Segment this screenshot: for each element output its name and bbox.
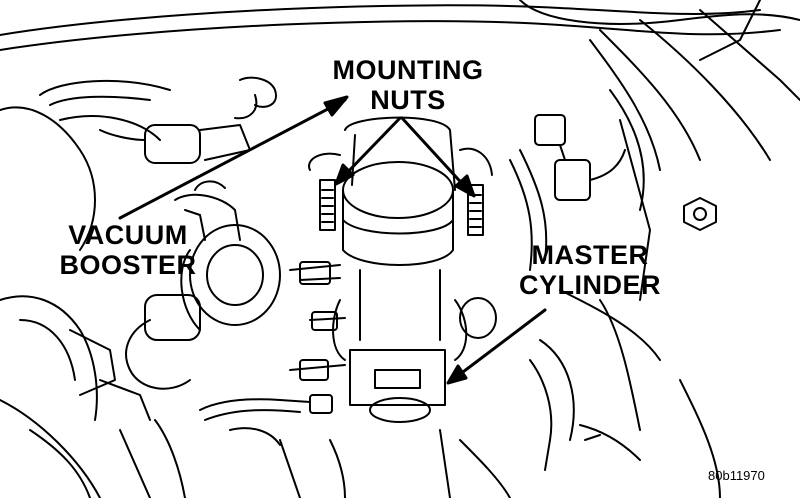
vacuum-booster-shape [174, 180, 281, 331]
hood-outline [0, 0, 800, 61]
arrow-master-cylinder [453, 308, 547, 380]
arrow-nuts-right-head [454, 174, 476, 198]
master-cylinder-label-line1: MASTER [531, 240, 649, 270]
right-components [279, 9, 800, 498]
hex-bolt [683, 197, 717, 231]
arrow-nuts-left-head [334, 163, 355, 186]
mounting-nuts-label-line1: MOUNTING [332, 55, 484, 85]
figure-code: 80b11970 [708, 468, 765, 483]
hoses-bottom-left [0, 294, 201, 498]
mounting-nuts-label-line2: NUTS [370, 85, 446, 115]
left-components [0, 76, 277, 251]
mounting-nuts-label: MOUNTING NUTS [328, 55, 488, 115]
master-cylinder-label-line2: CYLINDER [518, 270, 661, 300]
arrow-nuts-right [400, 116, 470, 192]
vacuum-booster-label: VACUUM BOOSTER [58, 220, 198, 280]
vacuum-booster-label-line2: BOOSTER [59, 250, 197, 280]
leader-arrows [118, 95, 547, 385]
vacuum-booster-label-line1: VACUUM [68, 220, 188, 250]
arrow-vacuum-booster [118, 98, 347, 220]
arrow-vacuum-booster-head [323, 95, 349, 117]
master-cylinder-label: MASTER CYLINDER [505, 240, 675, 300]
arrow-nuts-left [340, 116, 402, 180]
brake-lines [199, 261, 346, 446]
master-cylinder-shape [332, 116, 468, 423]
arrow-master-cylinder-head [446, 364, 468, 385]
mounting-studs [308, 147, 493, 236]
